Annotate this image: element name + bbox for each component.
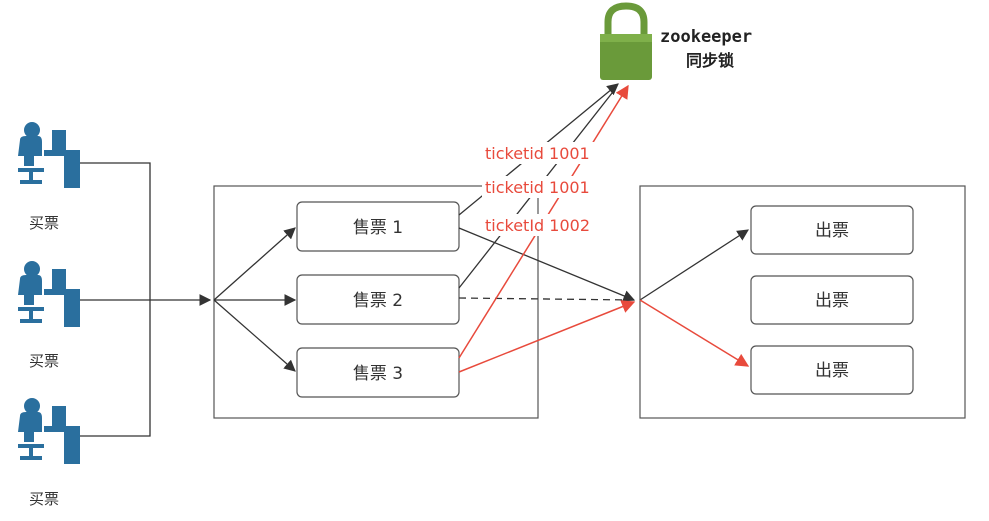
output-label: 出票 (815, 291, 849, 311)
user-icon (18, 261, 80, 327)
seller-node-1: 售票 1 (296, 201, 460, 252)
output-fanout-arrows (639, 229, 750, 367)
seller-node-3: 售票 3 (296, 347, 460, 398)
ticket-label-1: ticketid 1001 (482, 142, 602, 164)
seller-label: 售票 3 (353, 364, 403, 384)
user-3: 买票 (18, 398, 80, 508)
output-node-2: 出票 (750, 275, 914, 325)
seller-label: 售票 2 (353, 291, 403, 311)
zookeeper-lock: zookeeper 同步锁 (600, 2, 752, 80)
seller-to-output-arrows (458, 227, 636, 373)
ticket-label-2: ticketid 1001 (482, 176, 602, 198)
user-1: 买票 (18, 122, 80, 232)
user-label: 买票 (29, 352, 59, 370)
output-node-1: 出票 (750, 205, 914, 255)
fanout-arrows (213, 227, 297, 372)
ticket-label-text: ticketid 1001 (485, 144, 590, 163)
user-2: 买票 (18, 261, 80, 370)
user-icon (18, 122, 80, 188)
lock-title: zookeeper (660, 27, 752, 47)
user-label: 买票 (29, 490, 59, 508)
output-label: 出票 (815, 221, 849, 241)
user-icon (18, 398, 80, 464)
lock-subtitle: 同步锁 (686, 51, 734, 70)
ticket-label-3: ticketId 1002 (482, 214, 606, 236)
padlock-icon (600, 2, 652, 80)
ticket-label-text: ticketId 1002 (485, 216, 590, 235)
ticket-label-text: ticketid 1001 (485, 178, 590, 197)
output-node-3: 出票 (750, 345, 914, 395)
seller-node-2: 售票 2 (296, 274, 460, 325)
user-label: 买票 (29, 214, 59, 232)
output-label: 出票 (815, 361, 849, 381)
user-connectors (80, 162, 212, 437)
seller-label: 售票 1 (353, 218, 403, 238)
